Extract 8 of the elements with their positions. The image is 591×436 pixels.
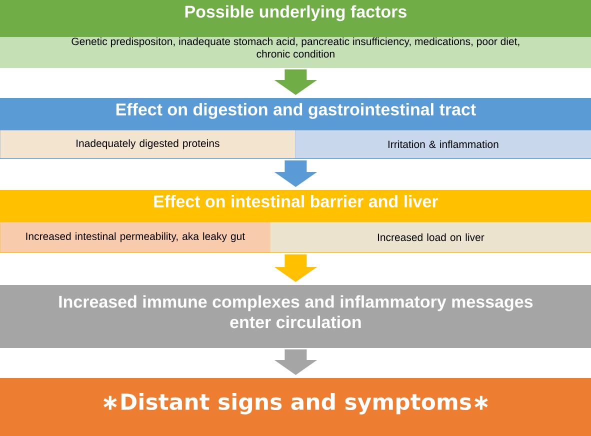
sub-box: Increased intestinal permeability, aka leaky gut — [0, 222, 270, 252]
node-label: Genetic predispositon, inadequate stomach acid, pancreatic insufficiency, medications, poor diet, chronic condition — [72, 37, 520, 58]
sub-box: Irritation & inflammation — [295, 130, 591, 158]
band-box: Increased immune complexes and inflammatory messages enter circulation — [0, 285, 591, 348]
heading-band: Possible underlying factors Genetic predispositon, inadequate stomach acid, pancreatic insufficiency, medications, poor diet, chronic condition — [0, 0, 591, 68]
sub-box: Increased load on liver — [270, 222, 591, 252]
band-box: ∗Distant signs and symptoms∗ — [0, 378, 591, 436]
sub-box: Inadequately digested proteins — [0, 130, 296, 158]
